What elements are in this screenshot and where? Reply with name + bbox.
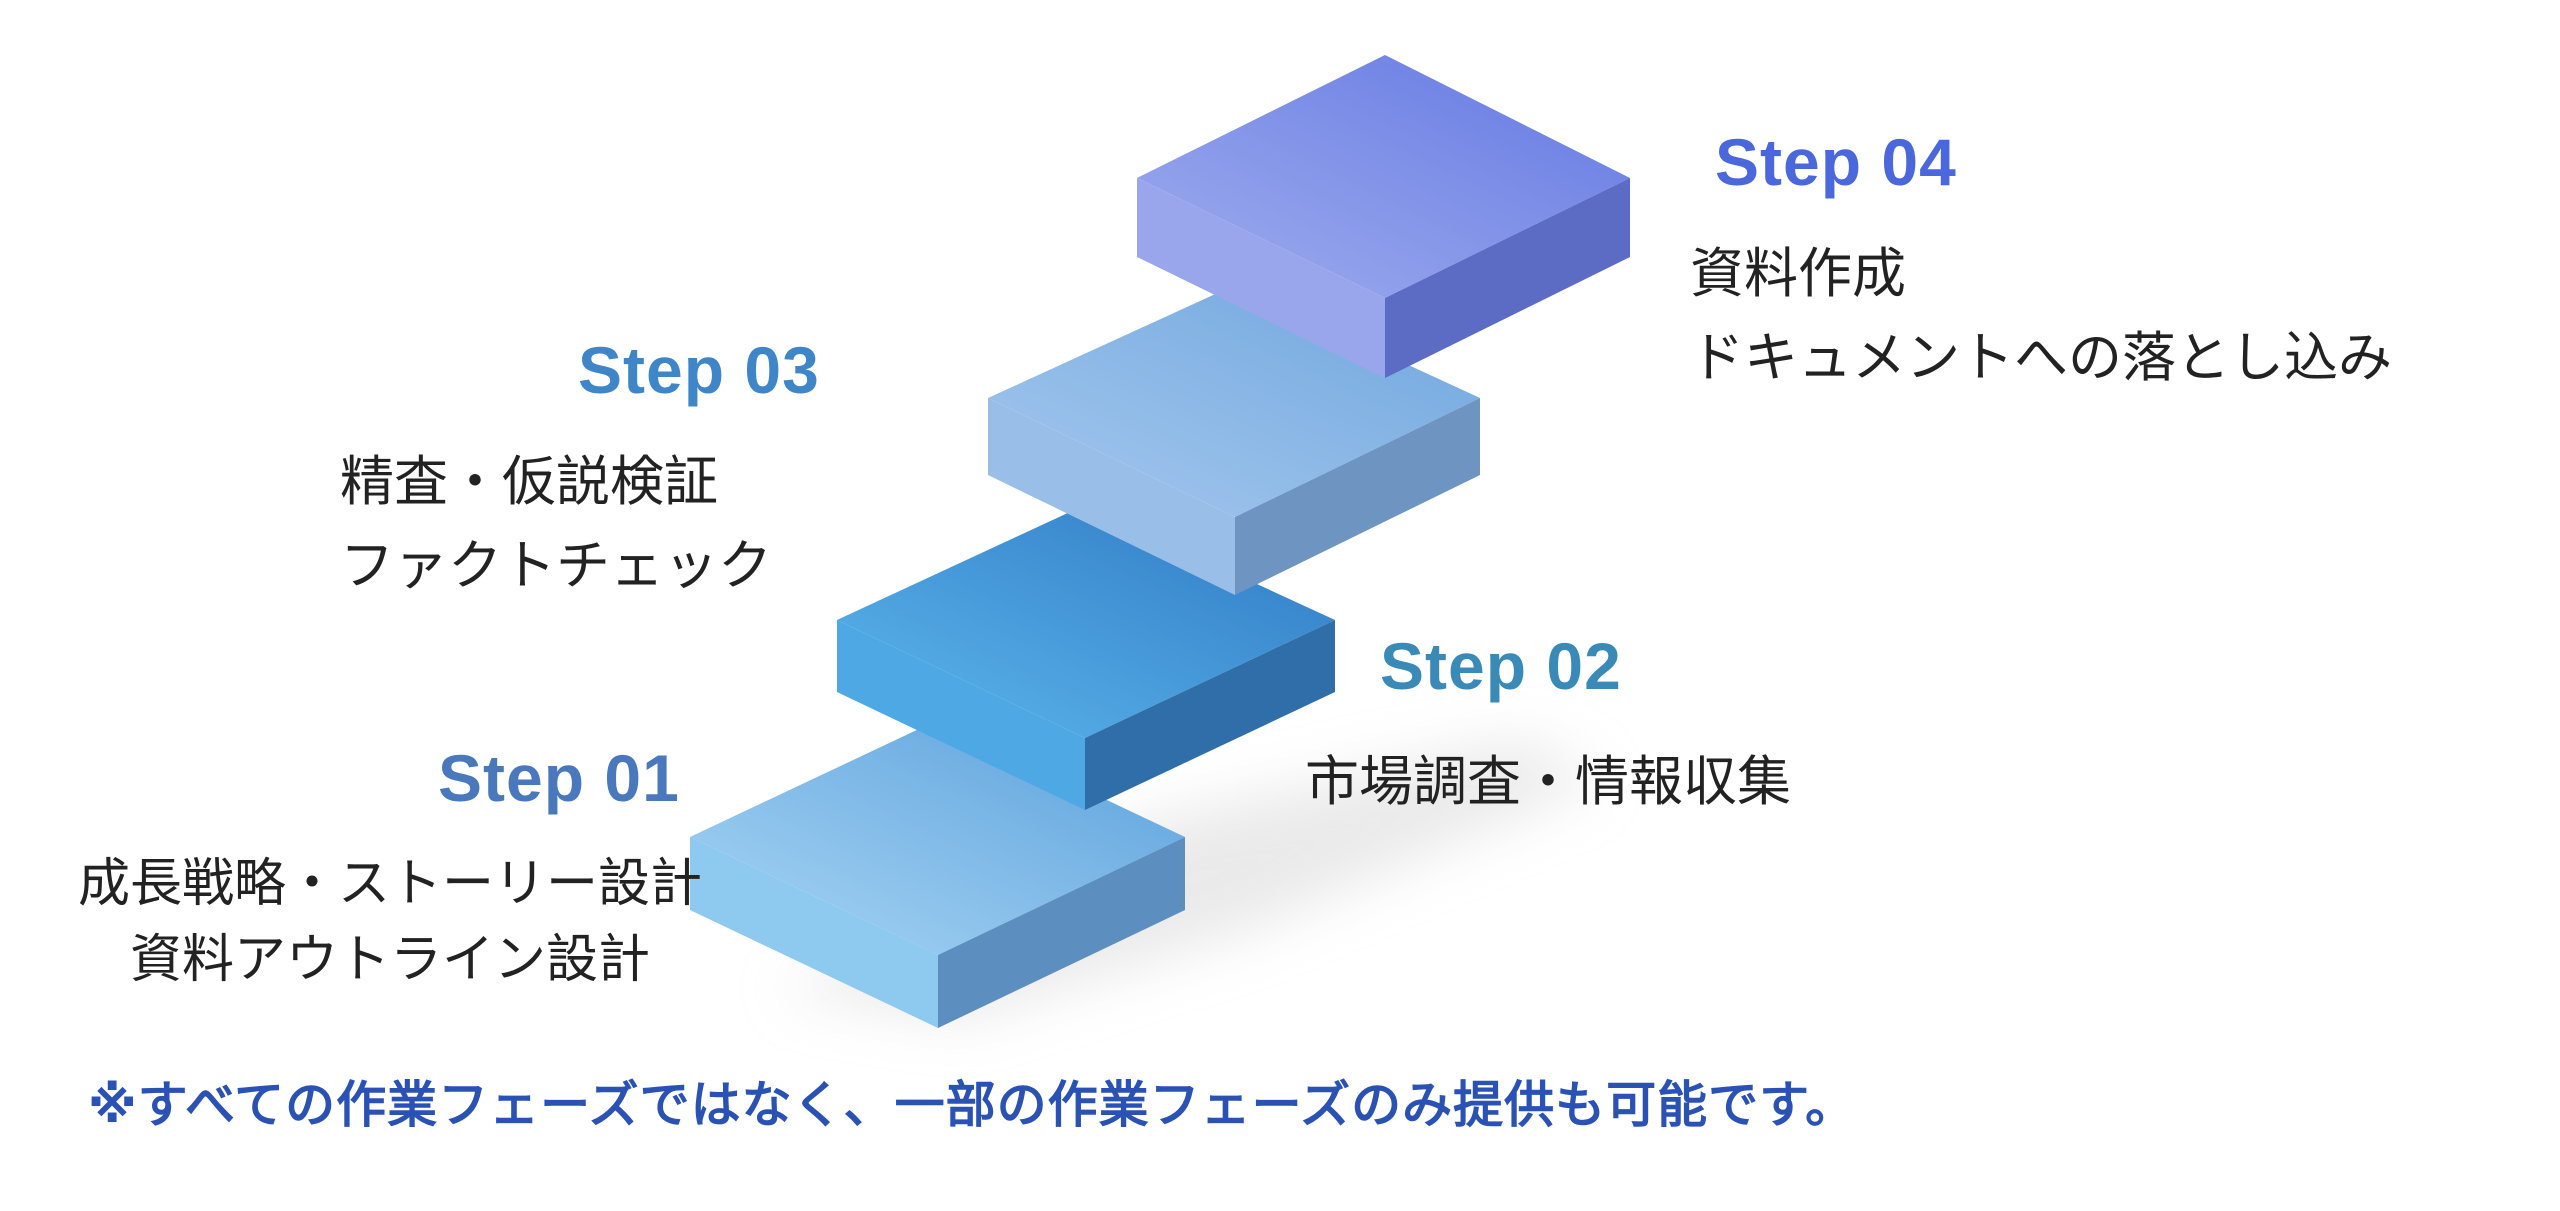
step-03-line-1: 精査・仮説検証 <box>340 450 718 513</box>
step-01-left-face <box>690 837 938 1028</box>
step-01-description: 成長戦略・ストーリー設計 資料アウトライン設計 <box>50 846 730 998</box>
step-02-description: 市場調査・情報収集 <box>1305 740 1791 824</box>
step-03-line-2: ファクトチェック <box>340 534 772 597</box>
step-02-right-face <box>1085 620 1335 810</box>
step-01-right-face <box>938 837 1185 1028</box>
step-04-line-1: 資料作成 <box>1690 242 1906 305</box>
step-01-title: Step 01 <box>438 741 680 815</box>
step-01-line-2: 資料アウトライン設計 <box>129 930 650 990</box>
step-01-line-1: 成長戦略・ストーリー設計 <box>77 854 702 914</box>
step-04-left-face <box>1137 178 1385 378</box>
step-04-block <box>1137 55 1630 378</box>
step-03-title: Step 03 <box>578 333 820 407</box>
step-03-description: 精査・仮説検証 ファクトチェック <box>340 440 772 608</box>
step-04-line-2: ドキュメントへの落とし込み <box>1690 326 2392 389</box>
step-02-left-face <box>837 620 1085 810</box>
footnote-text: ※すべての作業フェーズではなく、一部の作業フェーズのみ提供も可能です。 <box>88 1076 1857 1134</box>
step-04-description: 資料作成 ドキュメントへの落とし込み <box>1690 232 2392 400</box>
step-04-top-face <box>1137 55 1630 298</box>
step-02-line-1: 市場調査・情報収集 <box>1305 750 1791 813</box>
step-03-right-face <box>1235 398 1480 595</box>
step-04-title: Step 04 <box>1715 125 1957 199</box>
step-03-left-face <box>988 398 1235 595</box>
step-02-title: Step 02 <box>1380 629 1622 703</box>
step-04-right-face <box>1385 178 1630 378</box>
